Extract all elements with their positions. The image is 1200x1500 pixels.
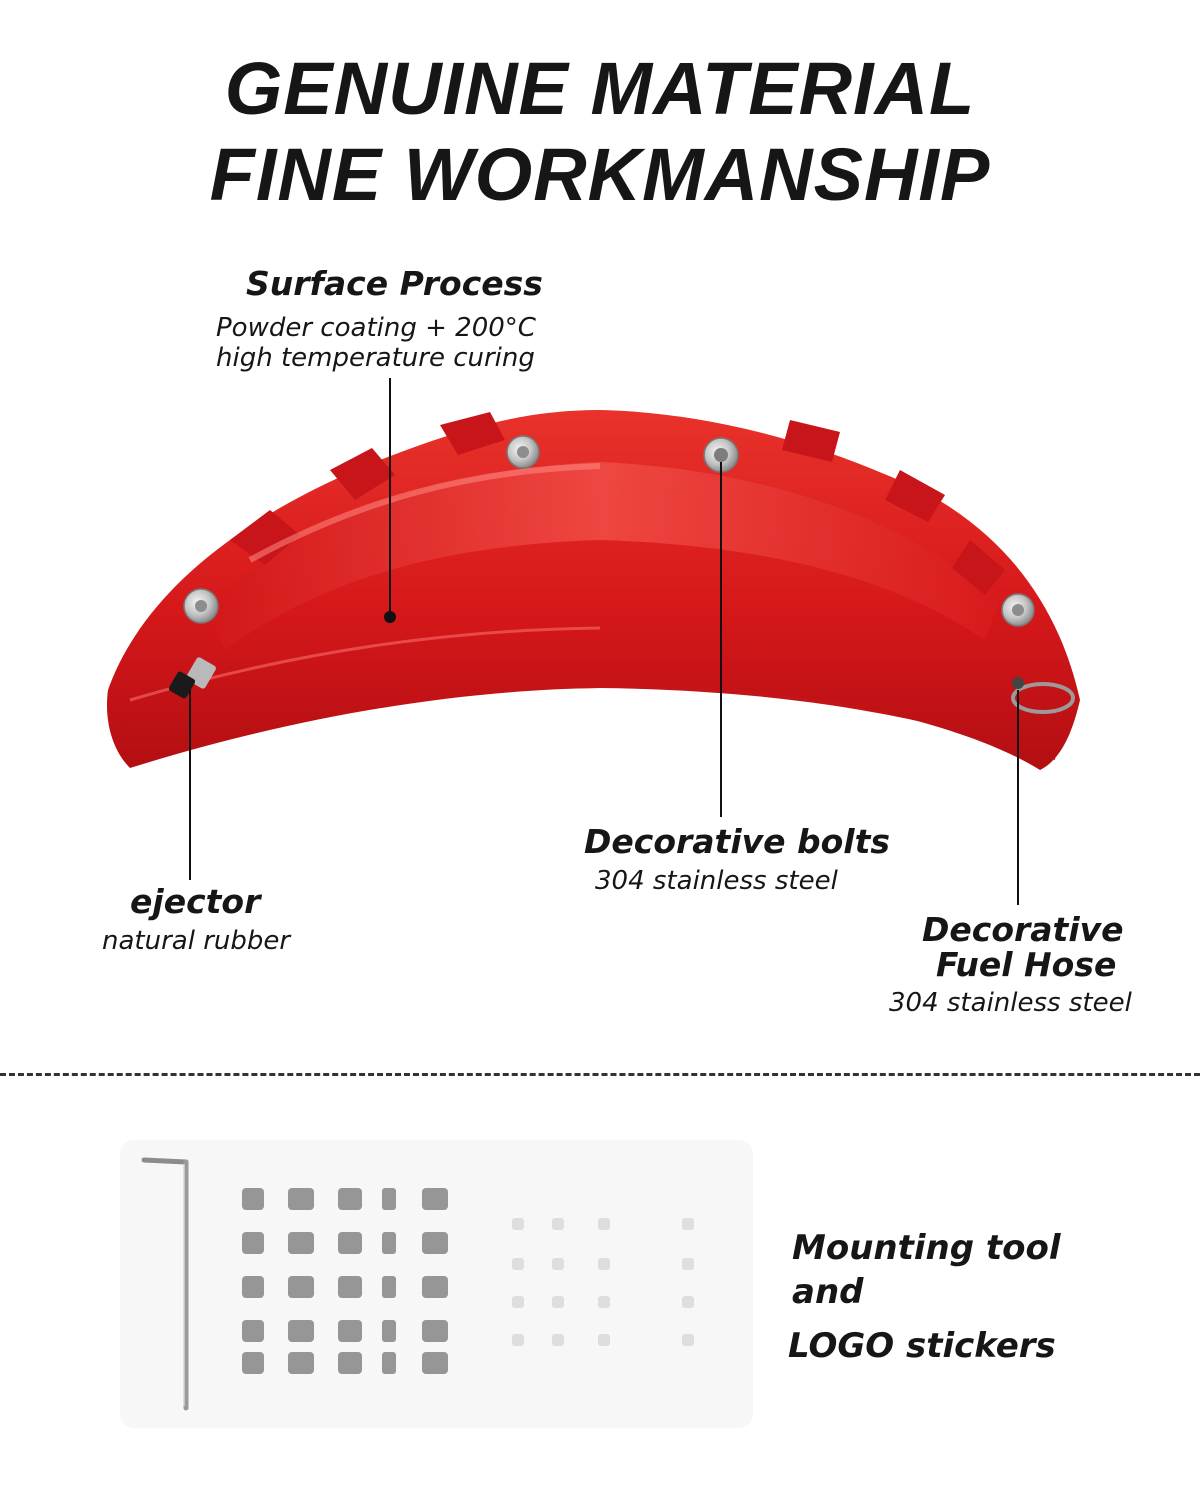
ejector-title: ejector [130, 882, 261, 921]
sticker-row [242, 1188, 448, 1210]
caliper-body [106, 410, 1080, 770]
small-sticker-grid [512, 1218, 694, 1346]
sticker-row [242, 1352, 448, 1374]
ejector-icon [168, 657, 216, 699]
fuel-hose-icon [1011, 677, 1075, 714]
bolts-title: Decorative bolts [584, 822, 891, 861]
fuel-hose-title-2: Fuel Hose [936, 945, 1117, 984]
headline-line-1: GENUINE MATERIAL [224, 47, 976, 130]
fuel-hose-title-1: Decorative [922, 910, 1124, 949]
section-divider [0, 1073, 1200, 1076]
sticker-row [242, 1276, 448, 1298]
sticker-row [242, 1232, 448, 1254]
headline-line-2: FINE WORKMANSHIP [209, 133, 991, 216]
caliper-cover-image [106, 378, 1080, 905]
caliper-fins [230, 412, 1005, 595]
hex-key-icon [141, 1157, 189, 1411]
surface-process-line-1: Powder coating + 200°C [216, 313, 536, 343]
sticker-row [242, 1320, 448, 1342]
bolts-material: 304 stainless steel [595, 866, 838, 896]
accessories-line-2: and [792, 1272, 864, 1312]
fuel-hose-material: 304 stainless steel [889, 988, 1132, 1018]
caliper-raised-band [205, 462, 1000, 650]
surface-process-line-2: high temperature curing [216, 343, 535, 373]
surface-process-title: Surface Process [246, 264, 543, 303]
accessories-line-3: LOGO stickers [788, 1326, 1056, 1366]
ejector-material: natural rubber [102, 926, 291, 956]
callout-leaders [189, 378, 1019, 905]
accessories-line-1: Mounting tool [792, 1228, 1061, 1268]
accessories-card [120, 1140, 753, 1428]
sticker-sheet-image [141, 1157, 694, 1411]
